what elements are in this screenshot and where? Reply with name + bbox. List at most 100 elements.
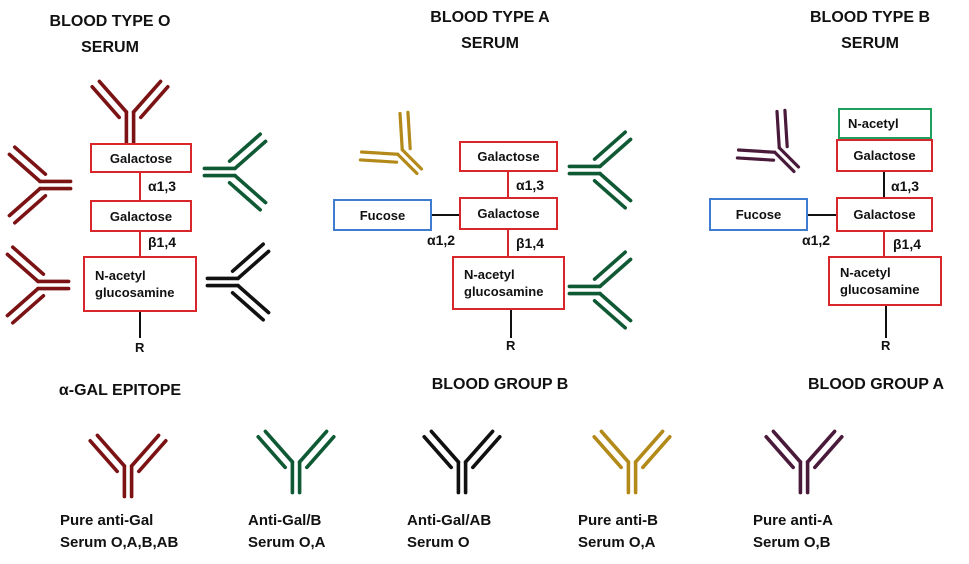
panel-a-title: BLOOD TYPE A SERUM (420, 8, 560, 54)
anti-b-antibody (358, 110, 424, 176)
antibody-segment (783, 108, 789, 149)
antibody-segment (598, 137, 633, 169)
galactose-box: Galactose (836, 197, 933, 232)
box-line: N-acetyl (464, 267, 515, 282)
antibody-segment (12, 194, 48, 225)
antibody-segment (598, 171, 633, 203)
antibody-segment (735, 156, 776, 162)
antibody-segment (137, 438, 168, 474)
antibody-segment (131, 79, 163, 114)
anti-gal-b-antibody (567, 130, 633, 210)
antibody-segment (297, 429, 329, 464)
r-label: R (881, 338, 891, 353)
antibody-segment (775, 109, 781, 150)
antibody-segment (396, 152, 419, 176)
antibody-segment (598, 257, 633, 289)
title-line: SERUM (461, 35, 519, 52)
title-line: BLOOD TYPE O (49, 13, 171, 30)
antibody-segment (5, 252, 40, 284)
antibody-segment (97, 79, 129, 114)
n-acetyl-glucosamine-box: N-acetyl glucosamine (83, 256, 197, 312)
antibody-segment (230, 242, 266, 273)
antibody-segment (592, 434, 623, 470)
anti-gal-ab-antibody (205, 242, 271, 322)
antibody-segment (773, 150, 796, 174)
legend-label-anti-gal-b: Anti-Gal/B Serum O,A (248, 510, 326, 554)
beta14-label: β1,4 (148, 234, 177, 250)
legend-label-anti-gal: Pure anti-Gal Serum O,A,B,AB (60, 510, 178, 554)
n-acetyl-glucosamine-box: N-acetyl glucosamine (828, 256, 942, 306)
legend-label-anti-a: Pure anti-A Serum O,B (753, 510, 833, 554)
box-line: glucosamine (840, 282, 920, 297)
antibody-segment (227, 181, 263, 212)
antibody-segment (227, 132, 263, 163)
antibody-segment (359, 150, 400, 156)
galactose-box: Galactose (90, 143, 192, 173)
antibody-segment (398, 111, 404, 152)
legend-line: Pure anti-Gal (60, 512, 154, 529)
legend-label-anti-b: Pure anti-B Serum O,A (578, 510, 658, 554)
antibody-segment (256, 434, 287, 470)
beta14-label: β1,4 (893, 236, 922, 252)
anti-a-antibody (735, 108, 801, 174)
box-line: glucosamine (95, 285, 175, 300)
antibody-segment (10, 245, 46, 276)
fucose-box: Fucose (333, 199, 432, 231)
antibody-segment (592, 299, 628, 330)
alpha13-label: α1,3 (148, 178, 177, 194)
beta14-label: β1,4 (516, 235, 545, 251)
antibody-segment (471, 434, 502, 470)
antibody-segment (236, 249, 271, 281)
legend-anti-gal-b-antibody (256, 429, 336, 495)
antibody-segment (598, 291, 633, 323)
antibody-segment (406, 110, 412, 151)
antibody-segment (771, 429, 803, 464)
antibody-segment (592, 250, 628, 281)
anti-gal-antibody (7, 145, 73, 225)
antibody-segment (422, 434, 453, 470)
panel-a-caption: BLOOD GROUP B (431, 376, 569, 393)
title-line: SERUM (81, 39, 139, 56)
legend-anti-gal-antibody (88, 433, 168, 499)
antibody-segment (7, 152, 42, 184)
antibody-segment (5, 286, 40, 318)
antibody-segment (592, 130, 628, 161)
legend-line: Pure anti-A (753, 512, 834, 529)
alpha12-label: α1,2 (427, 232, 456, 248)
legend-line: Serum O,A (248, 534, 326, 551)
anti-gal-antibody (90, 79, 170, 145)
anti-gal-antibody (5, 245, 71, 325)
alpha13-label: α1,3 (516, 177, 545, 193)
panel-b-connectors (808, 172, 887, 338)
galactose-box: Galactose (836, 139, 933, 172)
antibody-segment (305, 434, 336, 470)
antibody-segment (429, 429, 461, 464)
antibody-segment (12, 145, 48, 176)
legend-anti-a-antibody (764, 429, 844, 495)
box-line: glucosamine (464, 284, 544, 299)
galactose-box: Galactose (90, 200, 192, 232)
antibody-segment (95, 433, 127, 468)
antibody-segment (358, 158, 399, 164)
galactose-box: Galactose (459, 197, 558, 230)
panel-b-title: BLOOD TYPE B SERUM (800, 8, 940, 54)
legend-line: Serum O,A,B,AB (60, 534, 179, 551)
antibody-segment (236, 283, 271, 315)
antibody-segment (599, 429, 631, 464)
alpha12-label: α1,2 (802, 232, 831, 248)
fucose-box: Fucose (709, 198, 808, 231)
title-line: BLOOD TYPE B (809, 9, 930, 26)
antibody-segment (463, 429, 495, 464)
antibody-segment (764, 434, 795, 470)
antibody-segment (805, 429, 837, 464)
antibody-segment (592, 179, 628, 210)
antibody-segment (233, 173, 268, 205)
antibody-segment (10, 294, 46, 325)
antibody-segment (7, 186, 42, 218)
title-line: BLOOD TYPE A (430, 9, 550, 26)
alpha13-label: α1,3 (891, 178, 920, 194)
antibody-segment (139, 84, 170, 120)
panel-b-caption: BLOOD GROUP A (807, 376, 944, 393)
